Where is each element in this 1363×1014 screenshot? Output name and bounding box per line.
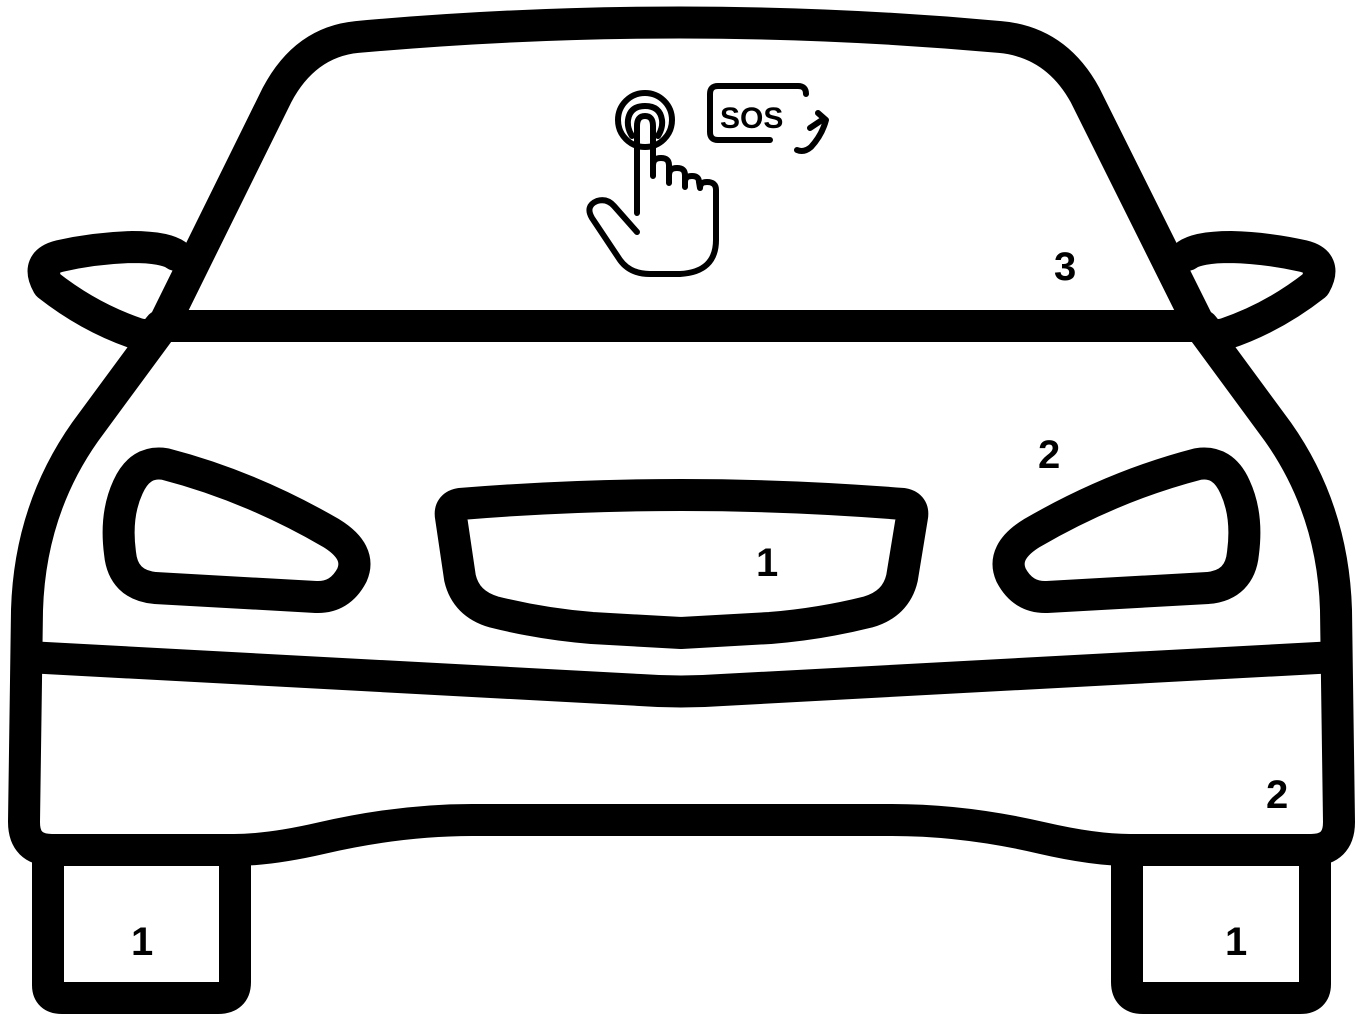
sos-badge-text: SOS (720, 102, 783, 135)
right-side-mirror (1187, 247, 1319, 335)
phone-handset-tail (810, 120, 822, 128)
left-headlight (119, 463, 355, 597)
label-grille: 1 (756, 541, 778, 585)
hand-pointer-sos-icon (589, 86, 826, 274)
label-right-wheel: 1 (1225, 920, 1247, 964)
windshield-frame (163, 23, 1200, 327)
left-side-mirror (44, 247, 176, 335)
label-left-wheel: 1 (131, 920, 153, 964)
hood-crease-line (27, 657, 1336, 692)
label-right-headlight-area: 2 (1038, 433, 1060, 477)
label-bumper-right: 2 (1266, 773, 1288, 817)
touch-ripple-inner (628, 106, 662, 136)
label-windshield: 3 (1054, 245, 1076, 289)
front-grille (451, 495, 913, 633)
right-wheel (1127, 850, 1315, 998)
pointing-hand (589, 116, 716, 274)
right-headlight (1009, 463, 1245, 597)
